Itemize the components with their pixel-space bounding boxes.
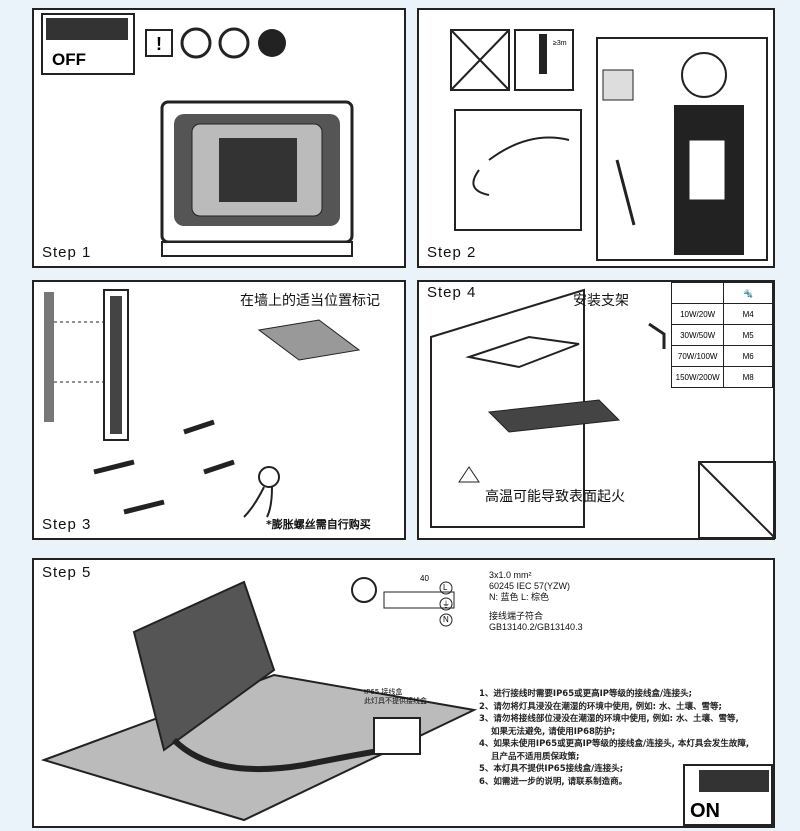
hot-surface-warning: 高温可能导致表面起火 [485, 489, 625, 505]
on-switch-label: ON [690, 800, 720, 822]
floodlight-front-illustration: ! [41, 13, 354, 257]
wiring-notes: 1、进行接线时需要IP65或更高IP等级的接线盒/连接头; 2、请勿将灯具浸没在… [479, 689, 750, 787]
step1-label: Step 1 [42, 244, 92, 261]
svg-text:!: ! [156, 34, 162, 54]
terminal-l: L [443, 583, 448, 592]
anchor-bolt-footnote: *膨胀螺丝需自行购买 [266, 518, 371, 531]
bracket-mounting-illustration [430, 288, 776, 539]
step3-caption: 在墙上的适当位置标记 [240, 293, 380, 309]
step5-label: Step 5 [42, 564, 92, 581]
step5-panel: 40 L ⏚ N 3x1.0 mm² 60245 IEC 57(YZW) N: … [32, 558, 775, 828]
junction-box-label: IP65 接线盒 此灯具不提供接线盒 [364, 688, 427, 705]
strip-length: 40 [420, 574, 429, 583]
step2-label: Step 2 [427, 244, 477, 261]
step1-panel: ! OFF Step 1 [32, 8, 406, 268]
installation-precautions-illustration [450, 29, 768, 261]
step3-label: Step 3 [42, 516, 92, 533]
step4-caption: 安装支架 [573, 293, 629, 309]
wiring-illustration [40, 577, 773, 826]
off-switch-label: OFF [52, 50, 86, 69]
bolt-icon: 🔩 [723, 282, 773, 304]
terminal-n: N [443, 615, 449, 624]
terminal-earth: ⏚ [442, 600, 450, 609]
step4-label: Step 4 [427, 284, 477, 301]
wall-marking-illustration [44, 289, 361, 518]
step2-panel: ≥3m Step 2 [417, 8, 775, 268]
cable-spec: 3x1.0 mm² 60245 IEC 57(YZW) N: 蓝色 L: 棕色 … [489, 570, 583, 632]
height-mark: ≥3m [553, 40, 567, 47]
step3-panel: 在墙上的适当位置标记 *膨胀螺丝需自行购买 Step 3 [32, 280, 406, 540]
